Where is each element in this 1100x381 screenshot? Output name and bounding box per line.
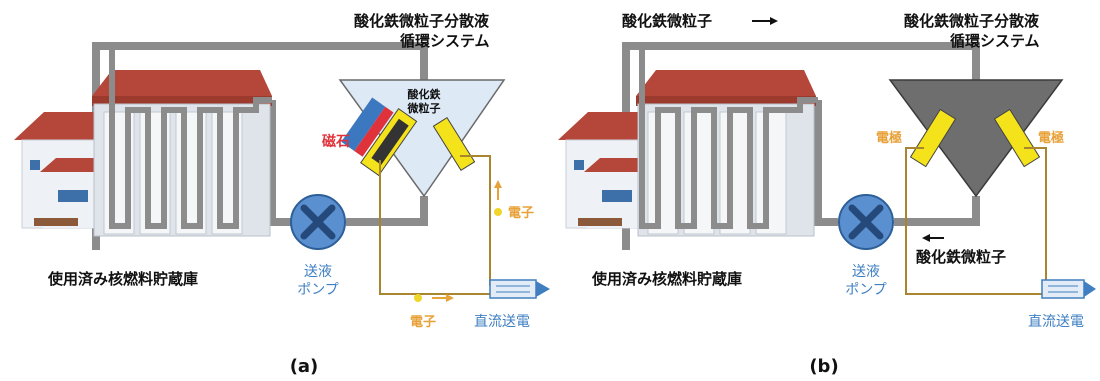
particle-label-line1: 酸化鉄 <box>408 87 442 101</box>
flow-label-top: 酸化鉄微粒子 <box>622 12 712 30</box>
panel-b: 使用済み核燃料貯蔵庫 送液 ポンプ 電極 電極 直流送電 酸化鉄微粒子 <box>558 12 1096 377</box>
electrode-right <box>993 108 1041 168</box>
dispersion-tank <box>888 79 1064 198</box>
dc-output-connector <box>489 279 550 299</box>
facility-label: 使用済み核燃料貯蔵庫 <box>591 270 742 288</box>
flow-arrow-top <box>752 17 778 25</box>
magnet-label: 磁石 <box>322 133 350 150</box>
pump <box>290 194 346 250</box>
pump-label-line1: 送液 <box>852 264 880 280</box>
output-label: 直流送電 <box>1028 313 1084 330</box>
particle-label-line2: 微粒子 <box>407 101 441 115</box>
magnet-electrode-assembly <box>341 97 418 177</box>
electron-dot-1 <box>494 208 502 216</box>
dc-output-connector <box>1041 279 1096 299</box>
flow-label-bottom: 酸化鉄微粒子 <box>916 248 1006 266</box>
circuit-wire <box>379 155 491 295</box>
circuit-wire <box>905 147 1050 295</box>
electrode-label-left: 電極 <box>876 130 902 146</box>
pump-label-line1: 送液 <box>304 264 332 280</box>
facility-label: 使用済み核燃料貯蔵庫 <box>47 270 198 288</box>
storage-building <box>14 50 272 237</box>
panel-a: 使用済み核燃料貯蔵庫 送液 ポンプ 磁石 酸化鉄 微粒子 <box>14 12 550 377</box>
caption-b: (b) <box>809 356 838 377</box>
pump-label-line2: ポンプ <box>845 282 887 298</box>
output-label: 直流送電 <box>474 313 530 330</box>
system-title-line1: 酸化鉄微粒子分散液 <box>904 12 1040 30</box>
storage-building <box>558 50 818 237</box>
electron-arrow-right <box>432 294 454 302</box>
pump <box>838 194 894 250</box>
system-title-line1: 酸化鉄微粒子分散液 <box>354 12 490 30</box>
flow-arrow-bottom <box>922 234 944 242</box>
electrode-label-right: 電極 <box>1038 130 1064 146</box>
pump-label-line2: ポンプ <box>297 282 339 298</box>
system-title-line2: 循環システム <box>950 32 1040 50</box>
electrode-left <box>909 108 957 168</box>
electron-dot-2 <box>414 294 422 302</box>
electrode-right <box>432 117 476 171</box>
electron-arrow-up <box>494 180 502 200</box>
electron-label-1: 電子 <box>508 206 534 221</box>
caption-a: (a) <box>290 356 319 377</box>
electron-label-2: 電子 <box>410 315 436 330</box>
system-title-line2: 循環システム <box>400 32 490 50</box>
